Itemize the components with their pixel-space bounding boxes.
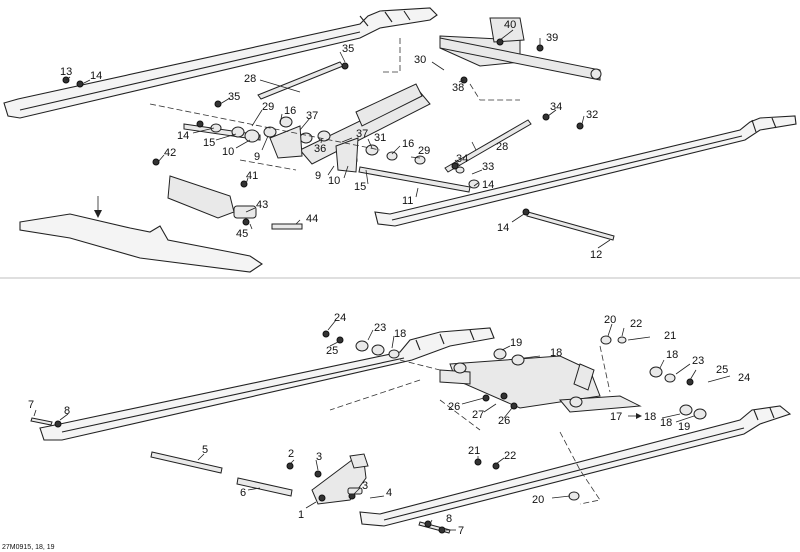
upper-dashed-lines <box>149 38 520 171</box>
callout-10: 10 <box>222 146 234 158</box>
lower-center-arm <box>439 355 642 413</box>
callout-19: 19 <box>510 337 522 349</box>
callout-41: 41 <box>246 170 258 182</box>
upper-bushings <box>62 38 584 230</box>
callout-27: 27 <box>472 409 484 421</box>
callout-9: 9 <box>315 170 321 182</box>
callout-20: 20 <box>532 494 544 506</box>
callout-12: 12 <box>590 249 602 261</box>
upper-right-rail <box>374 115 797 227</box>
callout-34: 34 <box>550 101 562 113</box>
callout-39: 39 <box>546 32 558 44</box>
callout-18: 18 <box>550 347 562 359</box>
drawing-code: 27M0915, 18, 19 <box>2 544 55 551</box>
callout-20: 20 <box>604 314 616 326</box>
callout-17: 17 <box>610 411 622 423</box>
callout-37: 37 <box>356 128 368 140</box>
callout-23: 23 <box>374 322 386 334</box>
callout-7: 7 <box>28 399 34 411</box>
upper-left-rail <box>3 7 438 119</box>
callout-32: 32 <box>586 109 598 121</box>
callout-28: 28 <box>496 141 508 153</box>
upper-shock-absorber <box>299 83 431 165</box>
callout-16: 16 <box>284 105 296 117</box>
callout-14: 14 <box>90 70 102 82</box>
callout-44: 44 <box>306 213 318 225</box>
upper-bracket <box>439 17 602 81</box>
callout-29: 29 <box>262 101 274 113</box>
upper-callouts: 40 39 13 14 35 30 38 28 35 29 16 37 34 3… <box>60 19 602 261</box>
callout-14: 14 <box>177 130 189 142</box>
callout-18: 18 <box>666 349 678 361</box>
callout-19: 19 <box>678 421 690 433</box>
callout-29: 29 <box>418 145 430 157</box>
callout-45: 45 <box>236 228 248 240</box>
callout-3: 3 <box>362 480 368 492</box>
callout-21: 21 <box>468 445 480 457</box>
callout-18: 18 <box>644 411 656 423</box>
upper-front-arm <box>19 175 263 273</box>
callout-21: 21 <box>664 330 676 342</box>
callout-6: 6 <box>240 487 246 499</box>
lower-bushings <box>54 330 707 534</box>
callout-43: 43 <box>256 199 268 211</box>
callout-1: 1 <box>298 509 304 521</box>
callout-26: 26 <box>498 415 510 427</box>
callout-18: 18 <box>660 417 672 429</box>
lower-dashed-lines <box>329 345 611 505</box>
callout-2: 2 <box>288 448 294 460</box>
callout-11: 11 <box>402 195 413 207</box>
callout-4: 4 <box>386 487 392 499</box>
callout-26: 26 <box>448 401 460 413</box>
callout-10: 10 <box>328 175 340 187</box>
callout-35: 35 <box>228 91 240 103</box>
callout-7: 7 <box>458 525 464 537</box>
callout-38: 38 <box>452 82 464 94</box>
callout-40: 40 <box>504 19 516 31</box>
callout-16: 16 <box>402 138 414 150</box>
callout-25: 25 <box>326 345 338 357</box>
callout-9: 9 <box>254 151 260 163</box>
callout-13: 13 <box>60 66 72 78</box>
callout-28: 28 <box>244 73 256 85</box>
callout-30: 30 <box>414 54 426 66</box>
callout-8: 8 <box>64 405 70 417</box>
callout-33: 33 <box>482 161 494 173</box>
callout-22: 22 <box>504 450 516 462</box>
lower-callouts: 24 23 18 20 22 21 25 19 18 18 23 25 24 7… <box>28 312 750 537</box>
leader-lines <box>33 29 731 531</box>
callout-42: 42 <box>164 147 176 159</box>
callout-15: 15 <box>203 137 215 149</box>
callout-34: 34 <box>456 153 468 165</box>
callout-25: 25 <box>716 364 728 376</box>
callout-15: 15 <box>354 181 366 193</box>
callout-31: 31 <box>374 132 386 144</box>
callout-18: 18 <box>394 328 406 340</box>
callout-14: 14 <box>497 222 509 234</box>
callout-22: 22 <box>630 318 642 330</box>
callout-24: 24 <box>334 312 346 324</box>
lower-left-rail <box>39 327 495 441</box>
callout-35: 35 <box>342 43 354 55</box>
callout-24: 24 <box>738 372 750 384</box>
callout-37: 37 <box>306 110 318 122</box>
callout-14: 14 <box>482 179 494 191</box>
callout-5: 5 <box>202 444 208 456</box>
callout-8: 8 <box>446 513 452 525</box>
callout-3: 3 <box>316 451 322 463</box>
callout-36: 36 <box>314 143 326 155</box>
callout-23: 23 <box>692 355 704 367</box>
lower-right-rail <box>359 405 792 527</box>
